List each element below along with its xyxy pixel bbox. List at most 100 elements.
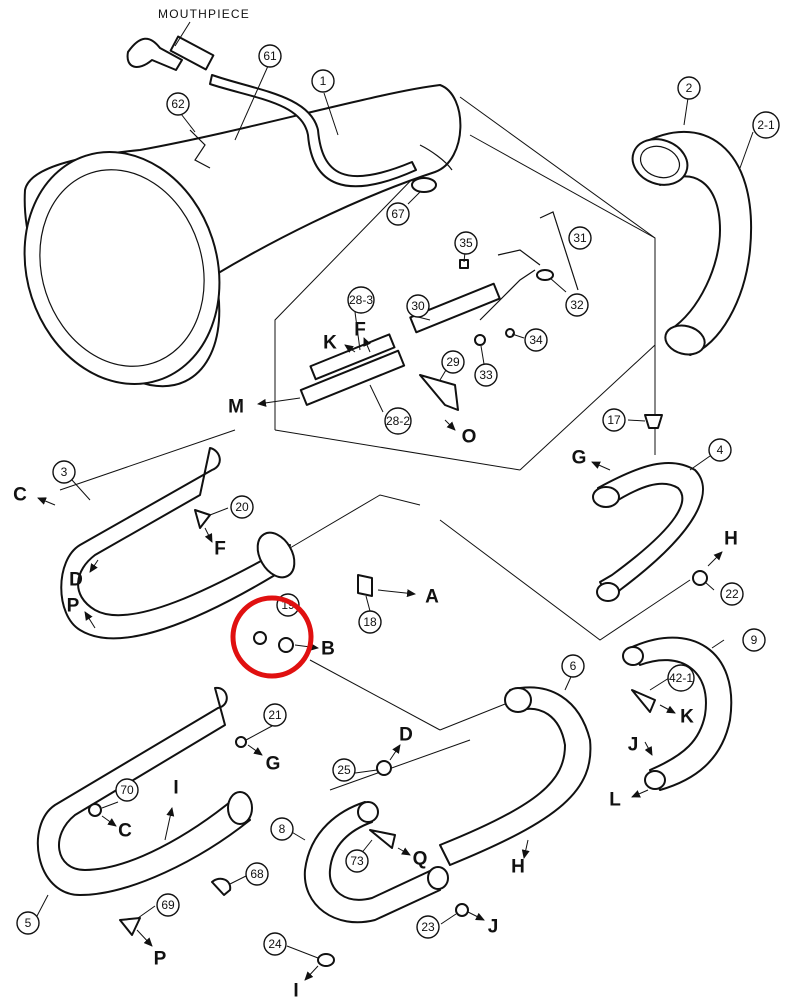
mouthpiece-shank [169,35,215,71]
bubble-ring [270,817,294,841]
fitting-19-cap [253,631,267,645]
part-number-bubble: 9 [742,628,766,652]
arrow-p-upper [84,611,96,629]
bow-4 [592,461,704,602]
part-31-bracket [497,249,541,266]
bubble-ring [311,69,335,93]
elbow-bottom-opening [664,324,706,356]
bubble-ring [568,226,592,250]
leader-28-2 [369,384,384,413]
bubble-ring [667,664,695,692]
leader-29 [439,369,447,381]
bow-4-lower-end [596,582,620,602]
part-number-bubble: 69 [156,893,180,917]
part-number-label: 30 [411,299,425,313]
leader-1 [323,92,339,136]
fitting-25 [376,760,392,776]
part-number-bubble: 70 [115,778,139,802]
valve-linkage [479,269,536,321]
connection-letter: J [488,917,499,938]
leader-17 [627,419,646,422]
leader-34 [511,333,525,339]
part-number-label: 34 [529,333,543,347]
arrow-c-upper [37,497,56,506]
fitting-42-1 [631,689,656,713]
fitting-68 [211,877,232,896]
part-number-label: 25 [337,763,351,777]
fitting-18 [357,574,373,597]
part-number-bubble: 35 [454,231,478,255]
part-number-label: 18 [363,615,377,629]
part-number-bubble: 61 [258,44,282,68]
leader-42-1 [649,677,670,691]
part-number-label: 22 [725,587,739,601]
outline-line [439,519,691,641]
bubble-ring [384,407,412,435]
arrow-h-lower [521,839,530,859]
leader-61 [234,65,269,141]
bubble-ring [258,44,282,68]
part-number-label: 4 [717,443,724,457]
connection-letter: I [293,981,298,1000]
part-number-label: 5 [25,916,32,930]
leadpipe [209,74,417,188]
part-number-label: 24 [268,937,282,951]
highlight-circle [230,595,314,679]
bubble-ring [115,778,139,802]
bow-5 [36,686,253,896]
part-number-label: 61 [263,49,277,63]
part-number-label: 2 [686,81,693,95]
outline-line [329,739,471,791]
part-number-label: 23 [421,920,435,934]
connection-letter: O [462,427,477,448]
part-number-label: 62 [171,97,185,111]
bow-9-lower [644,770,666,790]
part-number-bubble: 73 [345,849,369,873]
slide-30 [409,282,501,334]
bubble-ring [565,293,589,317]
bow-3-socket [256,531,296,579]
arrow-a [377,589,416,598]
outline-line [274,429,521,471]
bell-throat [39,169,205,367]
part-number-label: 69 [161,898,175,912]
arrow-d-lower [389,744,401,761]
part-number-bubble: 22 [720,582,744,606]
fitting-21 [235,736,247,748]
bow-3 [60,447,296,640]
bow-6-end [504,687,532,713]
arrow-k-upper [344,344,356,353]
fitting-22 [692,570,708,586]
bow-5-body [36,686,251,896]
fitting-19-plug [278,637,294,653]
part-number-label: 42-1 [669,671,693,685]
bubble-ring [52,460,76,484]
part-number-bubble: 4 [708,438,732,462]
part-number-bubble: 25 [332,758,356,782]
connection-letter: A [425,587,439,608]
part-number-bubble: 8 [270,817,294,841]
bow-9 [622,636,733,791]
outline-line [309,659,441,731]
bubble-ring [416,915,440,939]
slide-28-2 [299,349,406,406]
waterkey-cork [411,177,437,193]
connection-letter: L [609,790,621,811]
valve-assembly [299,211,579,411]
small-fittings [88,414,708,967]
part-number-bubble: 21 [263,703,287,727]
arrow-l [631,789,649,798]
part-34 [505,328,515,338]
bow-6-body [439,686,592,866]
part-number-bubble: 23 [416,915,440,939]
bubble-ring [230,495,254,519]
bubble-ring [708,438,732,462]
part-number-bubble: 28-2 [384,407,412,435]
part-33 [474,334,486,346]
bubble-ring [752,111,780,139]
bow-8-end [357,801,379,823]
bell-rim [23,150,221,386]
arrow-f-upper [363,337,371,353]
arrow-h-upper [707,551,723,567]
bubble-ring [474,363,498,387]
